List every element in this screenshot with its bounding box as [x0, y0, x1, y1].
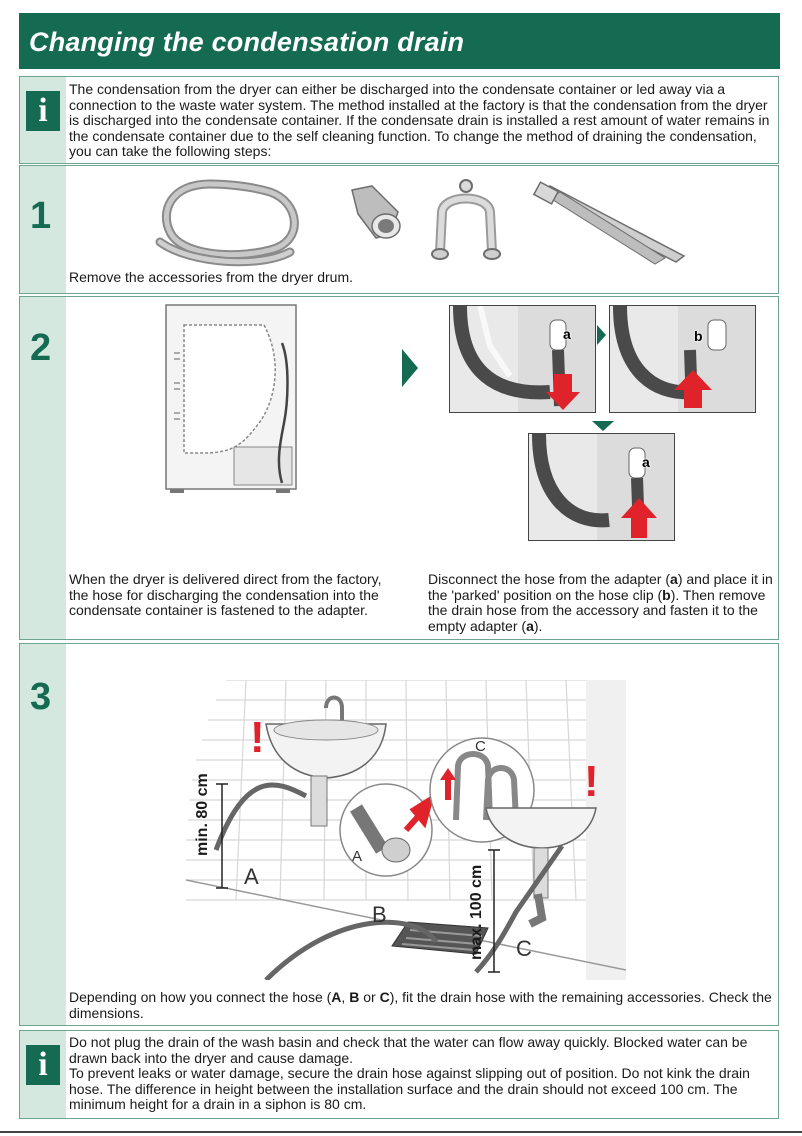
cable-tie-image [532, 181, 686, 265]
option-label-c: C [516, 936, 532, 961]
text-fragment: ). [533, 617, 543, 634]
detail-panel-3: a [528, 433, 675, 541]
hose-clip-image [431, 179, 501, 260]
down-arrow-icon [592, 421, 614, 431]
dim-max-label: max. 100 cm [468, 864, 485, 960]
title-bar: Changing the condensation drain [19, 13, 780, 69]
step-sidebar [20, 166, 66, 293]
step-1-text: Remove the accessories from the dryer dr… [69, 269, 353, 285]
step-3-section: 3 ! [19, 643, 779, 1026]
label-a: a [642, 454, 650, 470]
drain-installation-illustration: ! ! [186, 680, 626, 980]
step-2-text-left: When the dryer is delivered direct from … [69, 571, 382, 619]
drain-hose-image [155, 179, 299, 267]
step-2-text-right: Disconnect the hose from the adapter (a)… [428, 571, 778, 634]
page-title: Changing the condensation drain [29, 27, 465, 57]
info-intro-section: i The condensation from the dryer can ei… [19, 76, 779, 164]
info-intro-text: The condensation from the dryer can eith… [69, 81, 770, 160]
step-1-section: 1 Remove the accessories fr [19, 165, 779, 294]
text-fragment: Disconnect the hose from the adapter ( [428, 571, 671, 587]
step-number: 3 [30, 676, 52, 718]
text-fragment: , [341, 989, 350, 1005]
ref-C: C [379, 989, 390, 1005]
info-icon: i [26, 1045, 60, 1085]
step-3-text: Depending on how you connect the hose (A… [69, 989, 775, 1021]
next-arrow-icon [597, 325, 606, 345]
page-bottom-rule [0, 1131, 802, 1133]
text-fragment: or [359, 989, 380, 1005]
detail-panel-1: a [449, 305, 596, 413]
accessories-illustration [155, 179, 686, 267]
text-fragment: ), fit the drain hose with the remaining… [69, 989, 772, 1021]
info-warning-text-1: Do not plug the drain of the wash basin … [69, 1034, 748, 1066]
text-fragment: ) and place it in the 'parked' position … [428, 571, 773, 603]
ref-a: a [526, 617, 534, 634]
adapter-image [351, 185, 401, 239]
ref-a: a [670, 571, 678, 587]
info-warning-text-2: To prevent leaks or water damage, secure… [69, 1065, 750, 1113]
exclaim-right: ! [584, 757, 599, 806]
detail-label-c: C [475, 738, 486, 755]
step-sidebar [20, 644, 66, 1025]
info-warning-section: i Do not plug the drain of the wash basi… [19, 1030, 779, 1119]
label-a: a [563, 326, 571, 342]
detail-panel-2: b [609, 305, 756, 413]
step-number: 1 [30, 195, 52, 237]
step-number: 2 [30, 327, 52, 369]
exclaim-left: ! [250, 713, 265, 762]
option-label-a: A [244, 864, 259, 889]
dryer-back-illustration [165, 304, 297, 493]
ref-b: b [662, 586, 671, 603]
detail-label-a: A [352, 848, 363, 865]
ref-A: A [331, 989, 342, 1005]
step-2-section: 2 a [19, 296, 779, 640]
next-arrow-icon [402, 349, 418, 387]
text-fragment: ). Then remove the drain hose from the a… [428, 586, 766, 634]
label-b: b [694, 328, 703, 344]
ref-B: B [349, 989, 360, 1005]
option-label-b: B [372, 902, 387, 927]
dim-min-label: min. 80 cm [194, 773, 211, 856]
info-icon: i [26, 91, 60, 131]
text-fragment: Depending on how you connect the hose ( [69, 989, 332, 1005]
step-sidebar [20, 297, 66, 639]
